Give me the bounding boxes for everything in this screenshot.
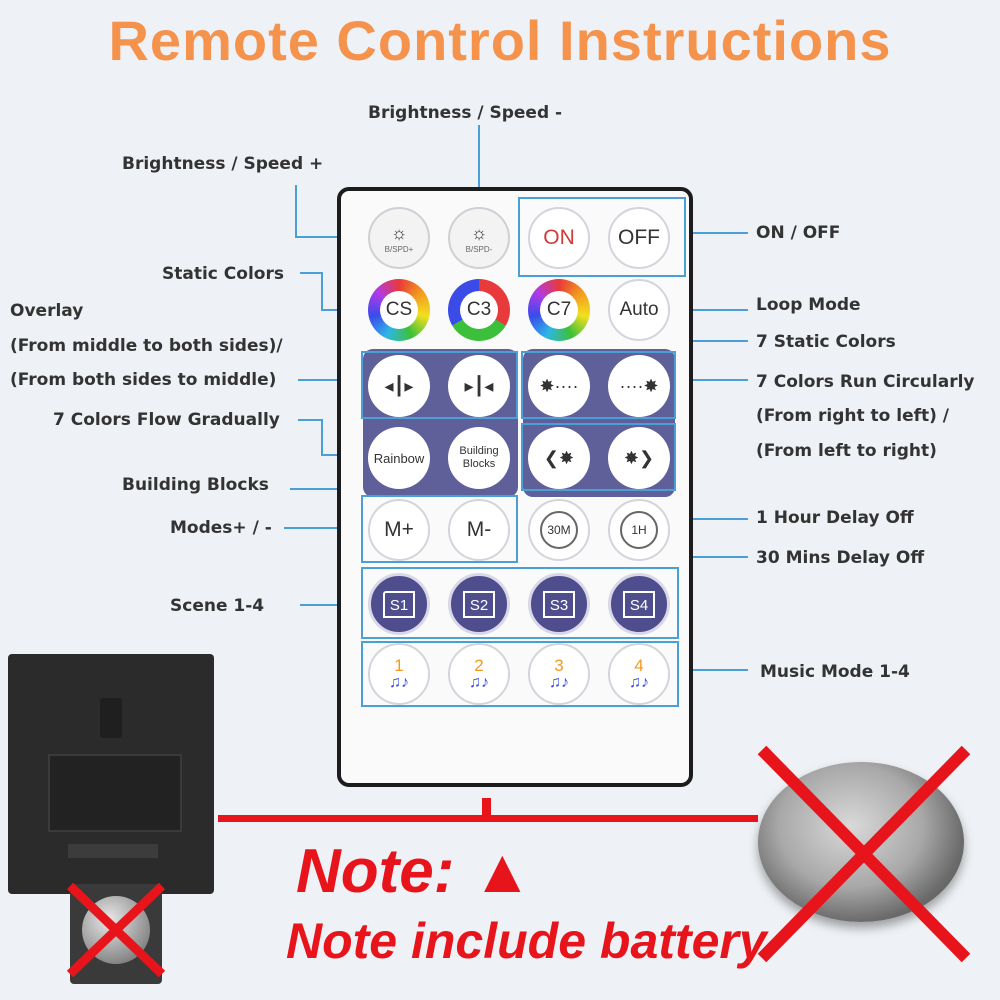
- brightness-minus-button[interactable]: ☼ B/SPD-: [448, 207, 510, 269]
- compartment-edge: [68, 844, 158, 858]
- c7-button[interactable]: C7: [528, 279, 590, 341]
- label-static-colors: Static Colors: [162, 264, 284, 284]
- rainbow-label: Rainbow: [373, 450, 425, 466]
- off-button[interactable]: OFF: [608, 207, 670, 269]
- music-3-label: 3: [554, 655, 564, 675]
- mode-plus-button[interactable]: M+: [368, 499, 430, 561]
- timer-ring-icon: 30M: [540, 511, 578, 549]
- label-modes: Modes+ / -: [170, 518, 272, 538]
- bspd-minus-label: B/SPD-: [465, 244, 493, 254]
- label-scene: Scene 1-4: [170, 596, 265, 616]
- label-brightness-minus: Brightness / Speed -: [368, 103, 563, 123]
- bspd-plus-label: B/SPD+: [384, 244, 414, 254]
- arrows-inward-icon: ▸┃◂: [464, 375, 494, 396]
- remote-control: ☼ B/SPD+ ☼ B/SPD- ON OFF CS C3 C7 Auto ◂…: [337, 187, 693, 787]
- label-30-mins: 30 Mins Delay Off: [756, 548, 925, 568]
- timer-ring-icon: 1H: [620, 511, 658, 549]
- overlay-in-button[interactable]: ▸┃◂: [448, 355, 510, 417]
- scene-4-button[interactable]: S4: [608, 573, 670, 635]
- label-loop-mode: Loop Mode: [756, 295, 861, 315]
- music-1-button[interactable]: 1 ♫♪: [368, 643, 430, 705]
- auto-label: Auto: [619, 299, 659, 320]
- diverge-button[interactable]: ✸❯: [608, 427, 670, 489]
- auto-button[interactable]: Auto: [608, 279, 670, 341]
- music-note-icon: ♫♪: [549, 673, 569, 691]
- label-run-desc-2: (From left to right): [756, 441, 937, 461]
- label-flow-gradually: 7 Colors Flow Gradually: [53, 410, 280, 430]
- chevron-star-right-icon: ✸❯: [623, 447, 655, 468]
- sun-plus-icon: ☼: [390, 222, 408, 243]
- label-building-blocks: Building Blocks: [122, 475, 269, 495]
- converge-button[interactable]: ❮✸: [528, 427, 590, 489]
- brightness-plus-button[interactable]: ☼ B/SPD+: [368, 207, 430, 269]
- label-on-off: ON / OFF: [756, 223, 841, 243]
- music-4-button[interactable]: 4 ♫♪: [608, 643, 670, 705]
- scene-2-button[interactable]: S2: [448, 573, 510, 635]
- timer-30m-button[interactable]: 30M: [528, 499, 590, 561]
- c7-label: C7: [540, 291, 578, 329]
- cross-icon: [757, 745, 971, 963]
- timer-1h-button[interactable]: 1H: [608, 499, 670, 561]
- timer-1h-label: 1H: [631, 523, 647, 537]
- mode-plus-label: M+: [384, 518, 414, 541]
- on-label: ON: [543, 226, 575, 249]
- page-title: Remote Control Instructions: [108, 9, 892, 72]
- cs-label: CS: [380, 291, 418, 329]
- note-divider: [218, 815, 758, 822]
- overlay-out-button[interactable]: ◂┃▸: [368, 355, 430, 417]
- scene-2-label: S2: [462, 590, 496, 618]
- off-label: OFF: [618, 226, 660, 249]
- music-2-button[interactable]: 2 ♫♪: [448, 643, 510, 705]
- timer-30m-label: 30M: [547, 523, 571, 537]
- music-note-icon: ♫♪: [389, 673, 409, 691]
- scene-1-button[interactable]: S1: [368, 573, 430, 635]
- run-right-to-left-button[interactable]: ✸····: [528, 355, 590, 417]
- mode-minus-label: M-: [466, 518, 492, 541]
- scene-1-label: S1: [382, 590, 416, 618]
- label-brightness-plus: Brightness / Speed +: [122, 154, 324, 174]
- scene-3-button[interactable]: S3: [528, 573, 590, 635]
- music-note-icon: ♫♪: [469, 673, 489, 691]
- star-dots-right-icon: ····✸: [619, 375, 659, 396]
- mode-minus-button[interactable]: M-: [448, 499, 510, 561]
- rainbow-button[interactable]: Rainbow: [368, 427, 430, 489]
- c3-label: C3: [460, 291, 498, 329]
- label-overlay-desc-2: (From both sides to middle): [10, 370, 277, 390]
- label-7-static-colors: 7 Static Colors: [756, 332, 896, 352]
- compartment-slot: [100, 698, 122, 738]
- run-left-to-right-button[interactable]: ····✸: [608, 355, 670, 417]
- label-1-hour: 1 Hour Delay Off: [756, 508, 914, 528]
- cs-button[interactable]: CS: [368, 279, 430, 341]
- label-music-mode: Music Mode 1-4: [760, 662, 910, 682]
- sun-minus-icon: ☼: [470, 222, 488, 243]
- label-run-desc-1: (From right to left) /: [756, 406, 950, 426]
- label-run-circularly: 7 Colors Run Circularly: [756, 372, 975, 392]
- battery-compartment-photo: [8, 654, 214, 894]
- star-dots-left-icon: ✸····: [539, 375, 579, 396]
- arrows-outward-icon: ◂┃▸: [384, 375, 414, 396]
- on-button[interactable]: ON: [528, 207, 590, 269]
- note-text: Note include battery: [286, 913, 767, 969]
- cross-icon: [66, 882, 166, 978]
- music-4-label: 4: [634, 655, 644, 675]
- label-overlay-desc-1: (From middle to both sides)/: [10, 336, 283, 356]
- music-note-icon: ♫♪: [629, 673, 649, 691]
- building-blocks-button[interactable]: Building Blocks: [448, 427, 510, 489]
- note-heading: Note: ▲: [296, 837, 534, 906]
- label-overlay: Overlay: [10, 301, 84, 321]
- building-blocks-label: Building Blocks: [459, 445, 499, 470]
- scene-4-label: S4: [622, 590, 656, 618]
- music-2-label: 2: [474, 655, 484, 675]
- music-3-button[interactable]: 3 ♫♪: [528, 643, 590, 705]
- compartment-recess: [48, 754, 182, 832]
- chevron-star-left-icon: ❮✸: [543, 447, 575, 468]
- c3-button[interactable]: C3: [448, 279, 510, 341]
- music-1-label: 1: [394, 655, 404, 675]
- note-pointer: [482, 798, 491, 818]
- scene-3-label: S3: [542, 590, 576, 618]
